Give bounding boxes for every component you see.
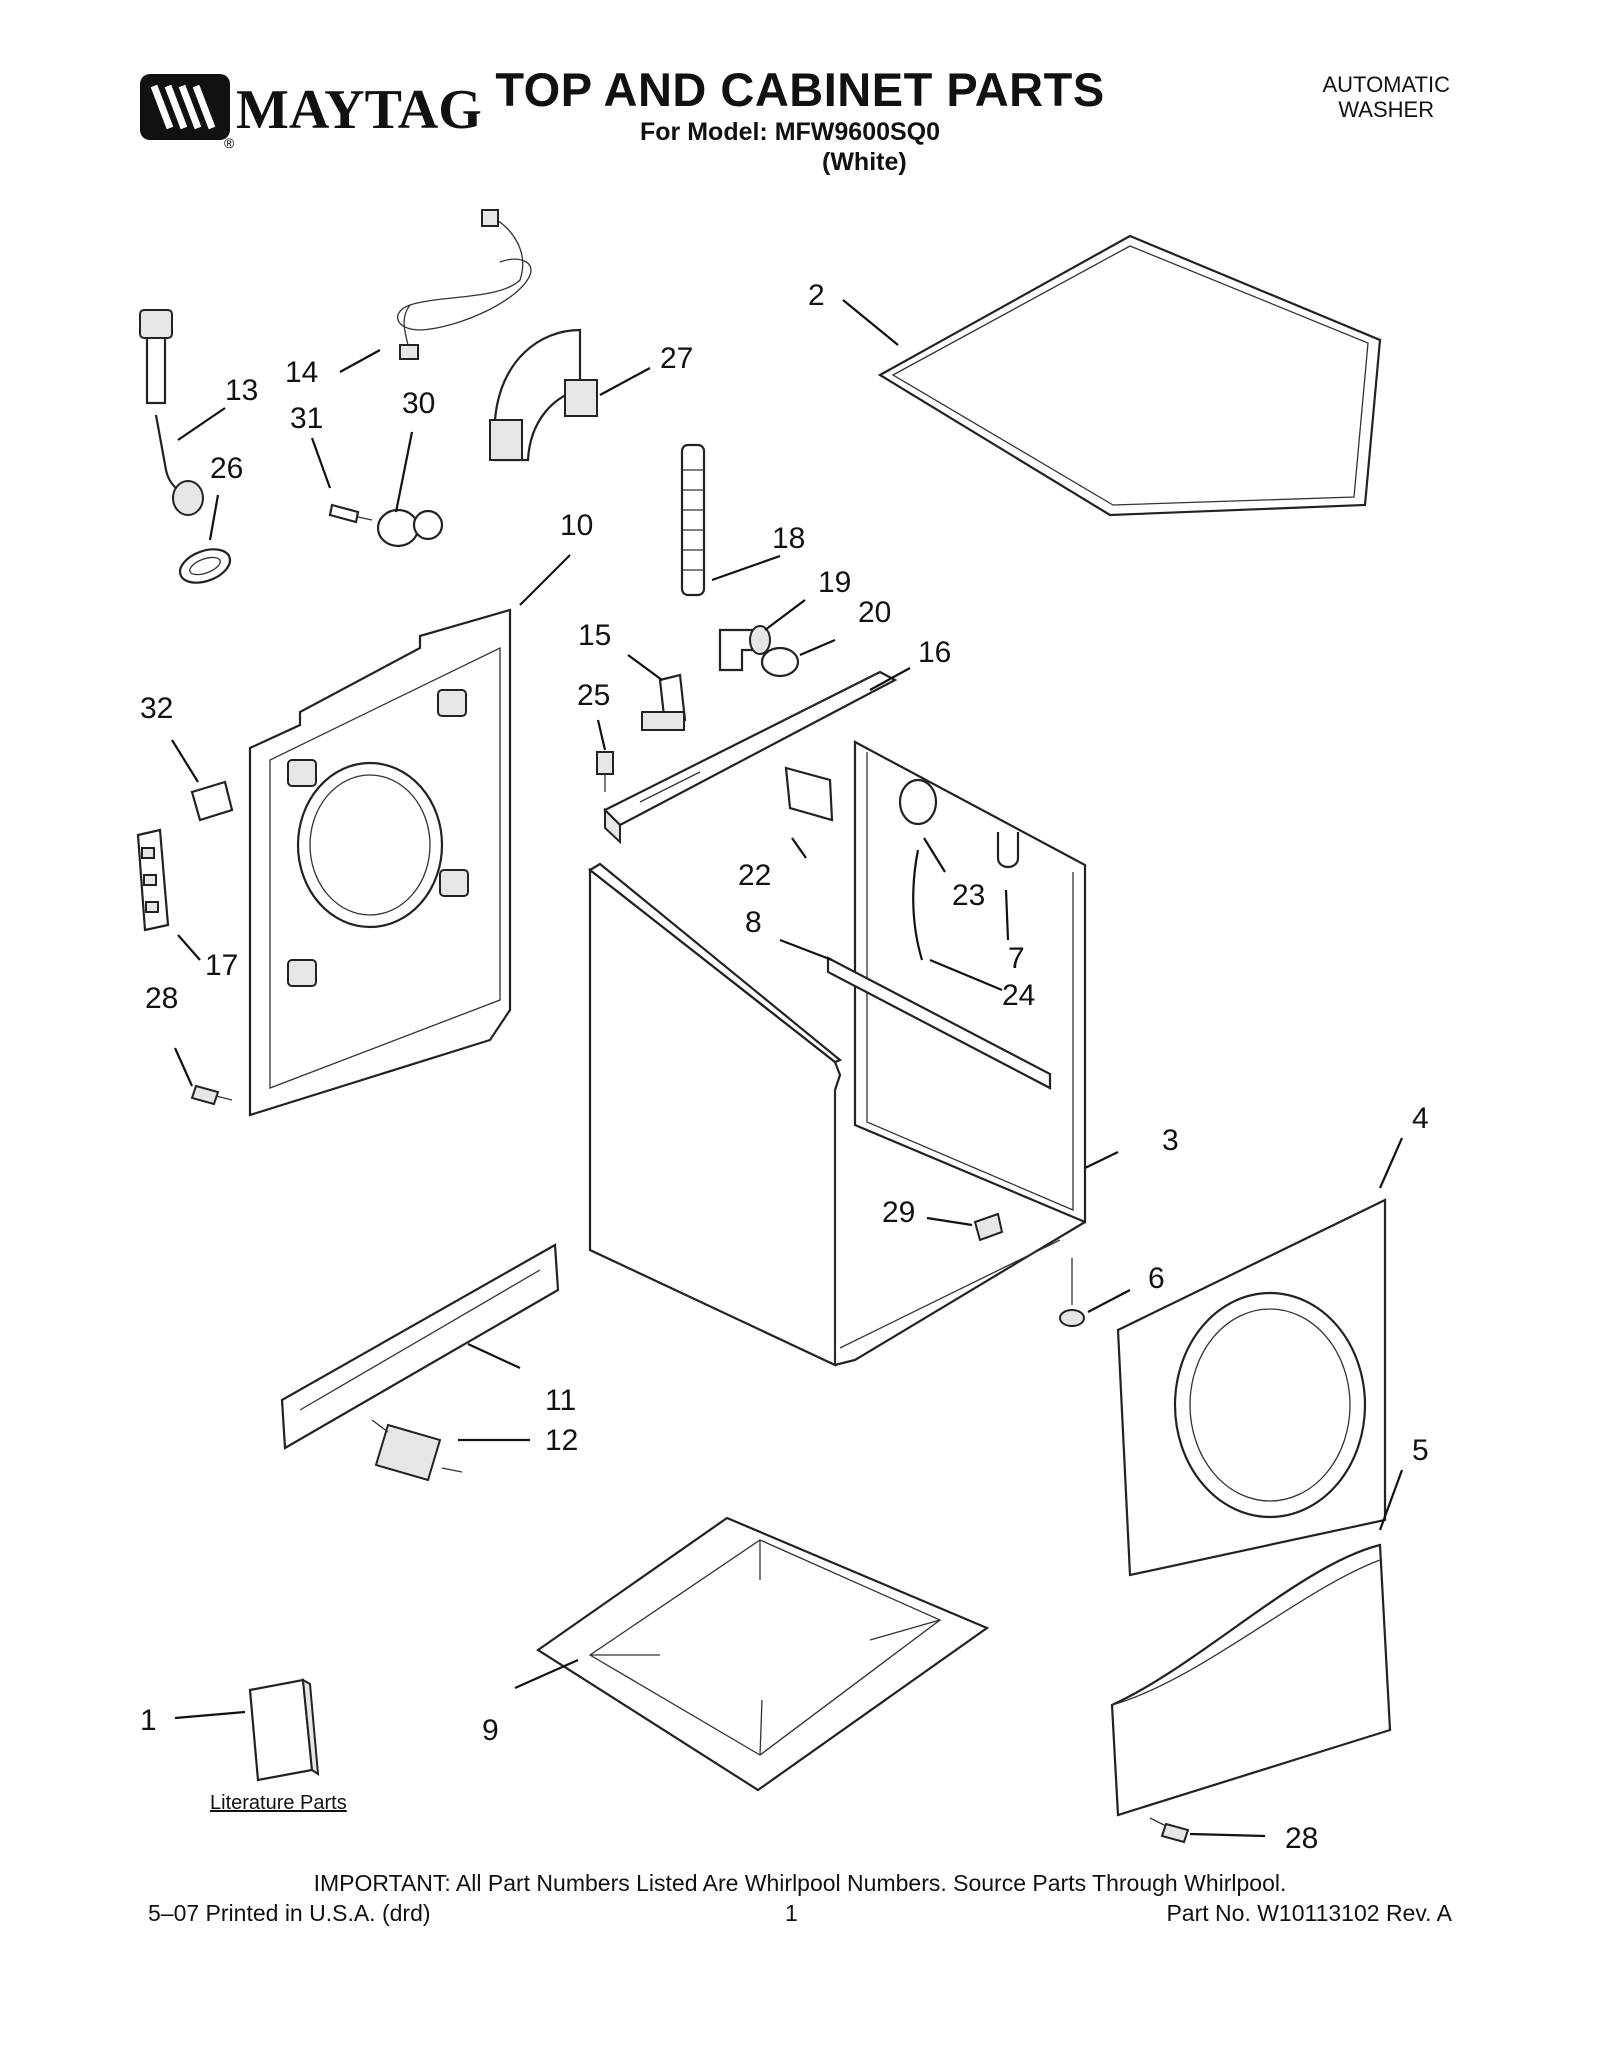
part-clip-32 bbox=[190, 780, 234, 822]
part-damper-12 bbox=[371, 1419, 463, 1482]
callout-6: 6 bbox=[1148, 1262, 1165, 1295]
color-line: (White) bbox=[822, 148, 907, 176]
part-screw-28-left bbox=[190, 1084, 233, 1106]
part-clamp-20 bbox=[760, 646, 800, 678]
part-rail-11 bbox=[280, 1243, 560, 1450]
callout-1: 1 bbox=[140, 1704, 157, 1737]
leader-lines bbox=[171, 299, 1404, 1838]
part-oval-gasket bbox=[178, 548, 232, 584]
part-screw-25 bbox=[596, 751, 614, 792]
part-inlet-fitting bbox=[139, 309, 204, 516]
callout-32: 32 bbox=[140, 692, 173, 725]
part-power-cord bbox=[397, 209, 532, 360]
maytag-logo: ® bbox=[140, 74, 235, 151]
part-clamp-30 bbox=[376, 508, 444, 548]
logo-m-icon bbox=[150, 84, 216, 130]
callout-20: 20 bbox=[858, 596, 891, 629]
product-type-line1: AUTOMATIC bbox=[1322, 72, 1450, 97]
part-fill-hose bbox=[680, 443, 706, 597]
page-number: 1 bbox=[785, 1900, 798, 1926]
callout-4: 4 bbox=[1412, 1102, 1429, 1135]
callout-10: 10 bbox=[560, 509, 593, 542]
part-bracket-15 bbox=[641, 673, 687, 731]
page-title: TOP AND CABINET PARTS bbox=[495, 63, 1105, 116]
callout-5: 5 bbox=[1412, 1434, 1429, 1467]
part-clip-7 bbox=[996, 832, 1020, 869]
callout-7: 7 bbox=[1008, 942, 1025, 975]
model-line: For Model: MFW9600SQ0 bbox=[640, 118, 941, 146]
important-notice: IMPORTANT: All Part Numbers Listed Are W… bbox=[313, 1870, 1287, 1896]
part-literature bbox=[248, 1678, 320, 1782]
callout-2: 2 bbox=[808, 279, 825, 312]
callout-12: 12 bbox=[545, 1424, 578, 1457]
callout-numbers: 1 2 3 4 5 6 7 8 9 10 11 12 13 14 15 16 1… bbox=[140, 279, 1429, 1855]
part-switch-22 bbox=[784, 766, 834, 822]
callout-19: 19 bbox=[818, 566, 851, 599]
part-clip-29 bbox=[973, 1212, 1004, 1242]
callout-18: 18 bbox=[772, 522, 805, 555]
callout-14: 14 bbox=[285, 356, 318, 389]
part-top-gasket bbox=[877, 234, 1382, 517]
callout-27: 27 bbox=[660, 342, 693, 375]
part-number: Part No. W10113102 Rev. A bbox=[1166, 1900, 1452, 1926]
part-base-pan bbox=[536, 1516, 990, 1792]
callout-3: 3 bbox=[1162, 1124, 1179, 1157]
part-screw-31 bbox=[328, 503, 373, 524]
callout-13: 13 bbox=[225, 374, 258, 407]
part-front-panel bbox=[1116, 1198, 1387, 1577]
callout-9: 9 bbox=[482, 1714, 499, 1747]
part-hose-24 bbox=[912, 849, 924, 961]
product-type: AUTOMATIC WASHER bbox=[1322, 72, 1450, 122]
part-brace-8 bbox=[826, 956, 1052, 1090]
callout-16: 16 bbox=[918, 636, 951, 669]
callout-24: 24 bbox=[1002, 979, 1035, 1012]
product-type-line2: WASHER bbox=[1338, 97, 1435, 122]
part-harness-clip-17 bbox=[136, 828, 170, 932]
part-elbow-19 bbox=[718, 625, 771, 672]
callout-17: 17 bbox=[205, 949, 238, 982]
callout-22: 22 bbox=[738, 859, 771, 892]
part-rear-panel bbox=[248, 608, 512, 1117]
callout-25: 25 bbox=[577, 679, 610, 712]
callout-26: 26 bbox=[210, 452, 243, 485]
part-bracket-27 bbox=[489, 328, 598, 462]
print-info: 5–07 Printed in U.S.A. (drd) bbox=[148, 1900, 431, 1926]
literature-parts-label: Literature Parts bbox=[210, 1792, 347, 1814]
part-cabinet bbox=[588, 740, 1087, 1367]
callout-15: 15 bbox=[578, 619, 611, 652]
part-top-rail-16 bbox=[603, 670, 898, 845]
callout-29: 29 bbox=[882, 1196, 915, 1229]
callout-28: 28 bbox=[145, 982, 178, 1015]
part-screw-28-right bbox=[1149, 1817, 1190, 1844]
callout-30: 30 bbox=[402, 387, 435, 420]
callout-8: 8 bbox=[745, 906, 762, 939]
part-lower-panel bbox=[1110, 1543, 1392, 1817]
callout-11: 11 bbox=[545, 1384, 576, 1417]
registered-mark: ® bbox=[224, 135, 235, 151]
part-sensor-23 bbox=[898, 778, 938, 826]
callout-23: 23 bbox=[952, 879, 985, 912]
callout-31: 31 bbox=[290, 402, 323, 435]
part-leveling-leg bbox=[1059, 1258, 1085, 1327]
brand-name: MAYTAG bbox=[236, 79, 482, 141]
callout-28-lower: 28 bbox=[1285, 1822, 1318, 1855]
